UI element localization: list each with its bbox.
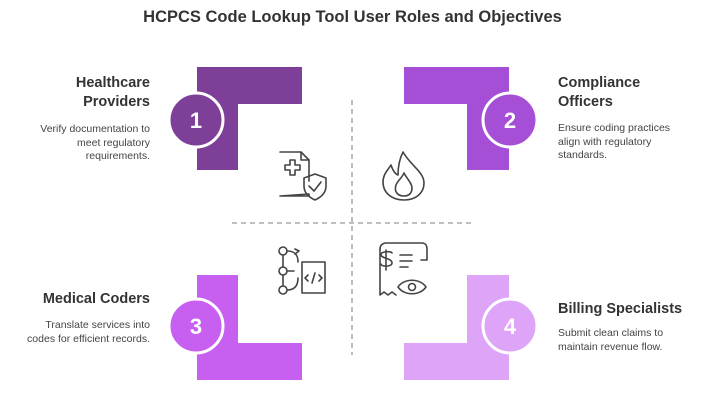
quadrant-3-badge (167, 297, 225, 355)
quadrant-4-description: Submit clean claims to maintain revenue … (558, 327, 664, 353)
page-title: HCPCS Code Lookup Tool User Roles and Ob… (143, 8, 562, 26)
quadrant-2-badge (481, 91, 539, 149)
quadrant-1-badge (167, 91, 225, 149)
quadrant-1-title: Healthcare Providers (75, 75, 150, 110)
quadrant-3-description: Translate services into codes for effici… (27, 319, 150, 345)
receipt-eye-icon (379, 242, 428, 296)
quadrant-4-number: 4 (504, 314, 517, 339)
quadrant-4-title: Billing Specialists (558, 301, 683, 317)
quadrant-3-shape (197, 275, 302, 380)
medical-document-shield-icon (279, 151, 327, 201)
code-flow-icon (278, 246, 326, 295)
quadrant-1-shape (197, 67, 302, 170)
quadrant-3-number: 3 (190, 314, 202, 339)
quadrant-2-shape (404, 67, 509, 170)
quadrant-2-title: Compliance Officers (558, 75, 641, 110)
quadrant-1-description: Verify documentation to meet regulatory … (40, 123, 150, 162)
quadrant-3-title: Medical Coders (42, 291, 150, 307)
quadrant-4-shape (404, 275, 509, 380)
quadrant-2-description: Ensure coding practices align with regul… (558, 122, 671, 161)
flame-icon (382, 151, 425, 201)
quadrant-2-number: 2 (504, 108, 516, 133)
quadrant-1-number: 1 (190, 108, 202, 133)
quadrant-4-badge (481, 297, 539, 355)
